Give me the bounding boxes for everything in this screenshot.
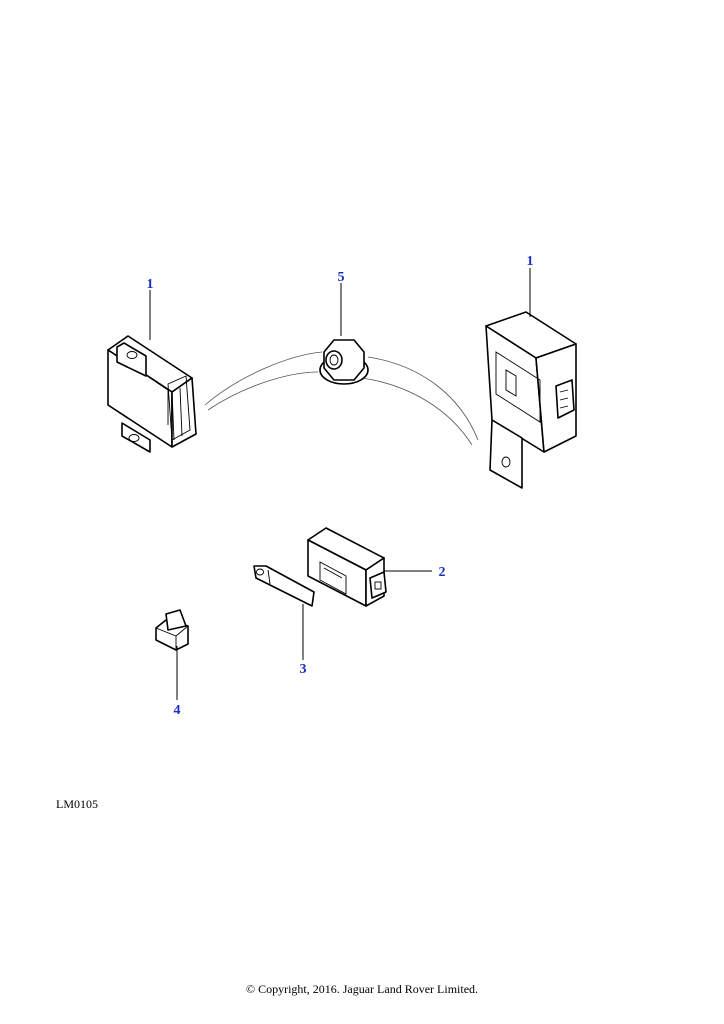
callout-3: 3 [300,662,307,677]
assembly-arcs [204,351,479,446]
diagram-reference: LM0105 [56,797,98,811]
leader-lines [149,268,531,700]
control-module-left [107,335,197,453]
blanking-plug [155,609,189,651]
callout-2: 2 [439,565,446,580]
callout-4: 4 [174,703,181,718]
small-module [307,527,387,607]
flange-nut [319,339,369,385]
copyright-notice: © Copyright, 2016. Jaguar Land Rover Lim… [245,982,479,996]
callout-1-right: 1 [527,254,534,269]
control-module-right [485,311,577,489]
callout-labels: 1 5 1 2 3 4 [147,254,534,718]
mounting-bracket [253,565,315,607]
callout-1-left: 1 [147,277,154,292]
callout-5: 5 [338,270,345,285]
